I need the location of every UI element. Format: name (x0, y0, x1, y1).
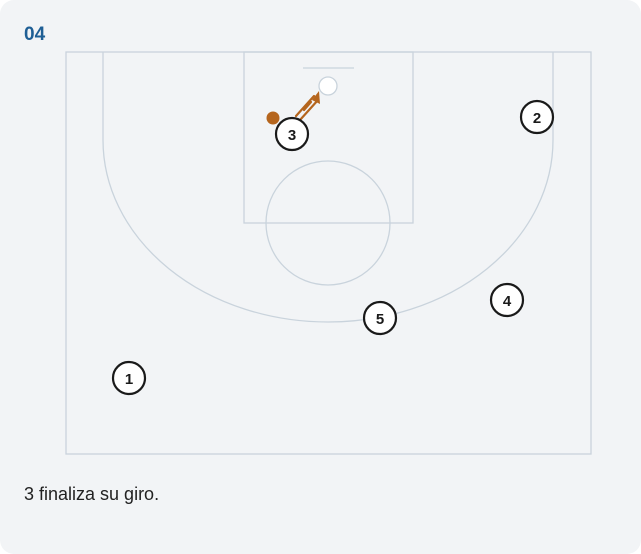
player-2: 2 (519, 99, 555, 135)
ball (266, 111, 280, 125)
player-2-label: 2 (533, 110, 541, 127)
paint-area (243, 51, 414, 224)
shot-arrow (294, 94, 320, 122)
player-3-label: 3 (288, 127, 296, 144)
player-5-label: 5 (376, 311, 384, 328)
step-number: 04 (24, 24, 46, 45)
player-5: 5 (362, 300, 398, 336)
free-throw-circle (265, 160, 391, 286)
three-point-line (102, 52, 554, 323)
court-boundary (65, 51, 592, 455)
player-1-label: 1 (125, 371, 133, 388)
caption: 3 finaliza su giro. (24, 484, 160, 504)
player-4: 4 (489, 282, 525, 318)
player-4-label: 4 (503, 293, 512, 310)
shot-arrowhead (312, 91, 320, 104)
player-3: 3 (274, 116, 310, 152)
player-1: 1 (111, 360, 147, 396)
hoop (318, 76, 338, 96)
